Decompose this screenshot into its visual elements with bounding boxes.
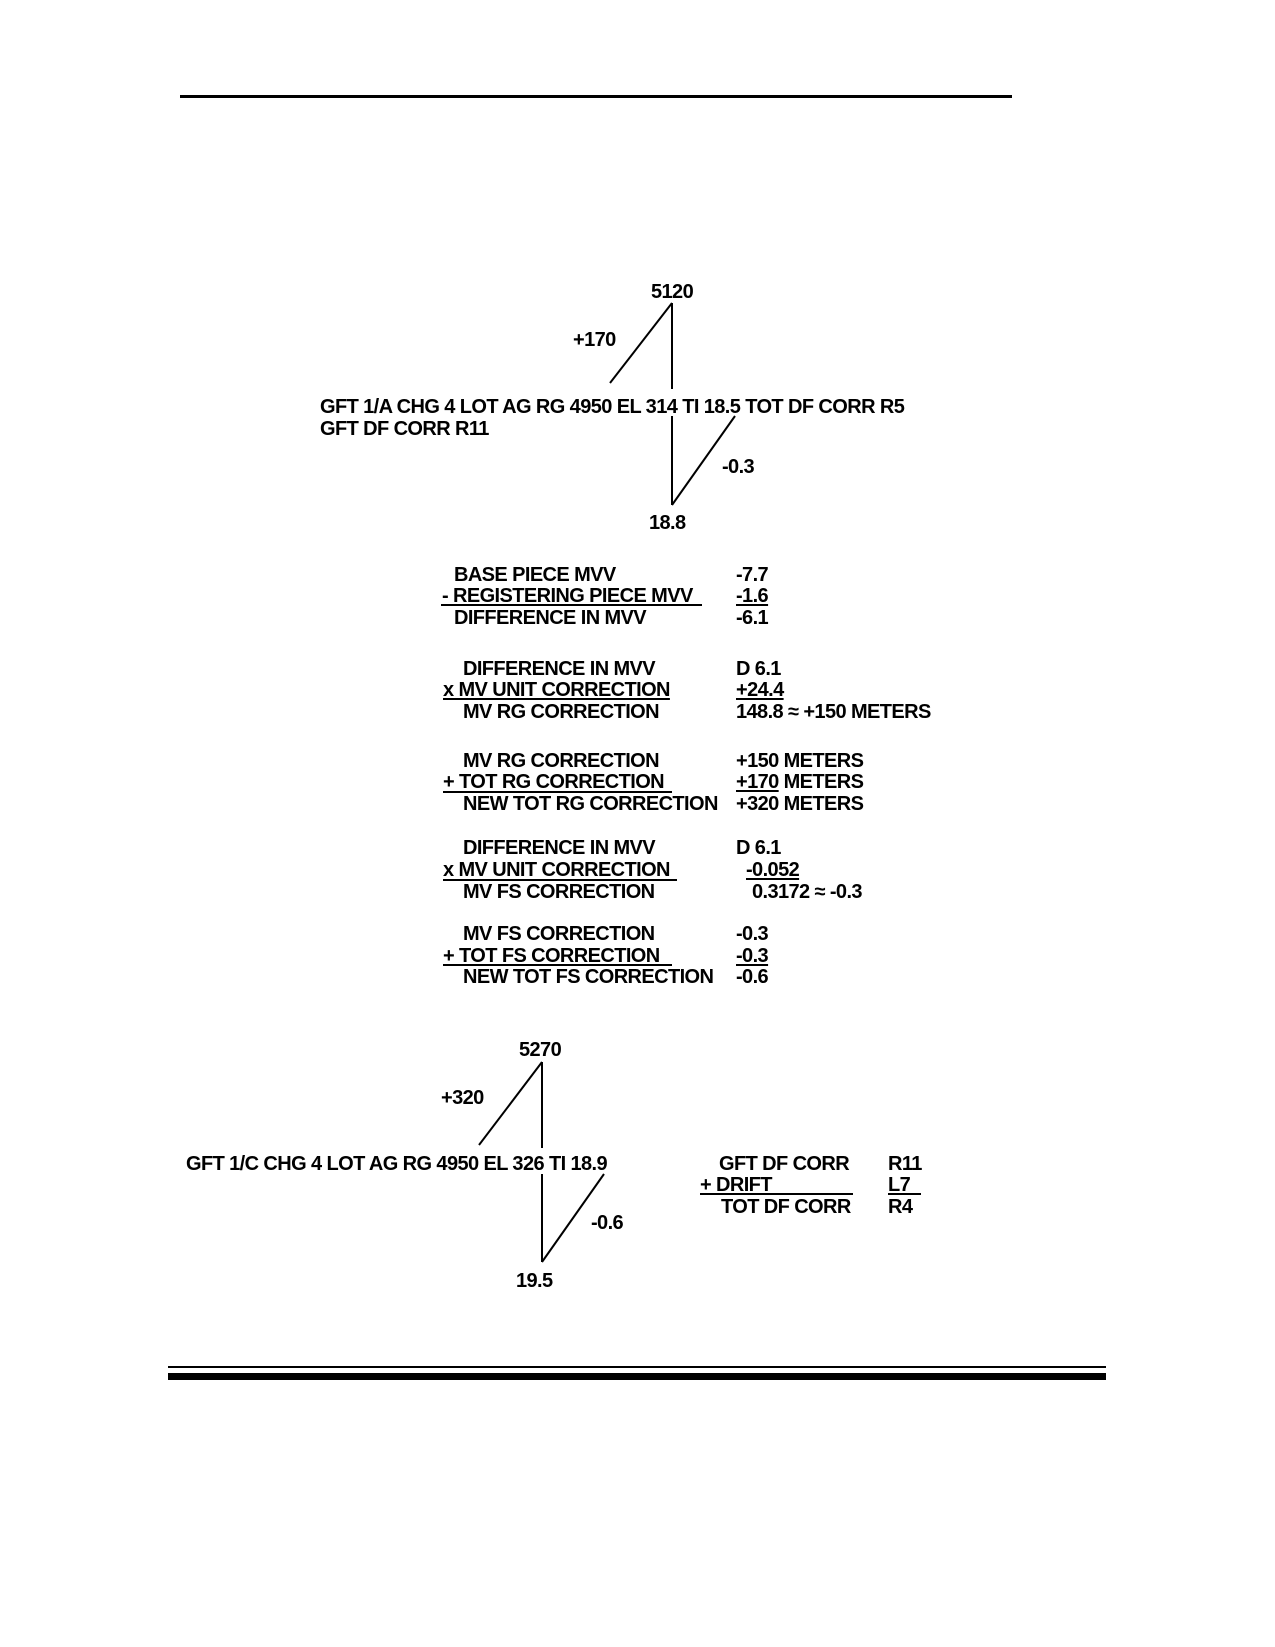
calc1-label-3: DIFFERENCE IN MVV [454,607,647,629]
calc5-label-2: + TOT FS CORRECTION [443,945,660,967]
gft1-range-diagonal [609,302,673,384]
calc1-value-3: -6.1 [736,607,769,629]
defl-value-2: L7 [888,1174,911,1196]
gft1-top-value: 5120 [651,281,694,303]
calc4-value-2: -0.052 [746,859,800,881]
calc3-label-1: MV RG CORRECTION [463,750,660,772]
calc5-label-3: NEW TOT FS CORRECTION [463,966,714,988]
calc3-value-2: +170 METERS [736,771,864,793]
bottom-rule-thick [168,1373,1106,1380]
gft2-command-line: GFT 1/C CHG 4 LOT AG RG 4950 EL 326 TI 1… [186,1153,608,1175]
gft1-bottom-value: 18.8 [649,512,686,534]
top-rule [180,95,1012,98]
calc5-value-2: -0.3 [736,945,769,967]
gft1-command-line: GFT 1/A CHG 4 LOT AG RG 4950 EL 314 TI 1… [320,396,905,418]
calc3-value-1: +150 METERS [736,750,864,772]
gft2-ti-diagonal [541,1173,605,1263]
calc1-value-1: -7.7 [736,564,769,586]
calc4-label-1: DIFFERENCE IN MVV [463,837,656,859]
gft1-ti-diagonal [671,415,736,506]
calc1-label-2: - REGISTERING PIECE MVV [442,585,693,607]
calc4-label-3: MV FS CORRECTION [463,881,655,903]
calc5-value-3: -0.6 [736,966,769,988]
calc5-label-1: MV FS CORRECTION [463,923,655,945]
calc4-value-1: D 6.1 [736,837,781,859]
defl-value-1: R11 [888,1153,922,1175]
calc2-label-3: MV RG CORRECTION [463,701,660,723]
gft2-range-correction: +320 [441,1087,484,1109]
calc3-value-2-unit: METERS [778,771,864,793]
gft1-fuze-correction: -0.3 [722,456,755,478]
calc3-label-3: NEW TOT RG CORRECTION [463,793,718,815]
calc1-value-2: -1.6 [736,585,769,607]
calc3-value-3: +320 METERS [736,793,864,815]
calc4-label-2: x MV UNIT CORRECTION [443,859,671,881]
calc2-label-2: x MV UNIT CORRECTION [443,679,671,701]
calc2-value-3: 148.8 ≈ +150 METERS [736,701,931,723]
calc3-label-2: + TOT RG CORRECTION [443,771,665,793]
defl-value-3: R4 [888,1196,913,1218]
gft2-range-diagonal [478,1061,543,1146]
gft2-bottom-value: 19.5 [516,1270,553,1292]
gft2-fuze-correction: -0.6 [591,1212,624,1234]
calc4-value-3: 0.3172 ≈ -0.3 [752,881,863,903]
defl-label-3: TOT DF CORR [721,1196,851,1218]
defl-label-2: + DRIFT [700,1174,773,1196]
gft2-top-value: 5270 [519,1039,562,1061]
calc1-label-1: BASE PIECE MVV [454,564,616,586]
calc2-label-1: DIFFERENCE IN MVV [463,658,656,680]
calc3-value-2-number: +170 [736,771,779,793]
calc2-value-1: D 6.1 [736,658,781,680]
bottom-rule-thin [168,1366,1106,1368]
calc5-value-1: -0.3 [736,923,769,945]
calc2-value-2: +24.4 [736,679,784,701]
gft1-df-corr-line: GFT DF CORR R11 [320,418,489,440]
gft1-range-correction: +170 [573,329,616,351]
defl-label-1: GFT DF CORR [719,1153,850,1175]
